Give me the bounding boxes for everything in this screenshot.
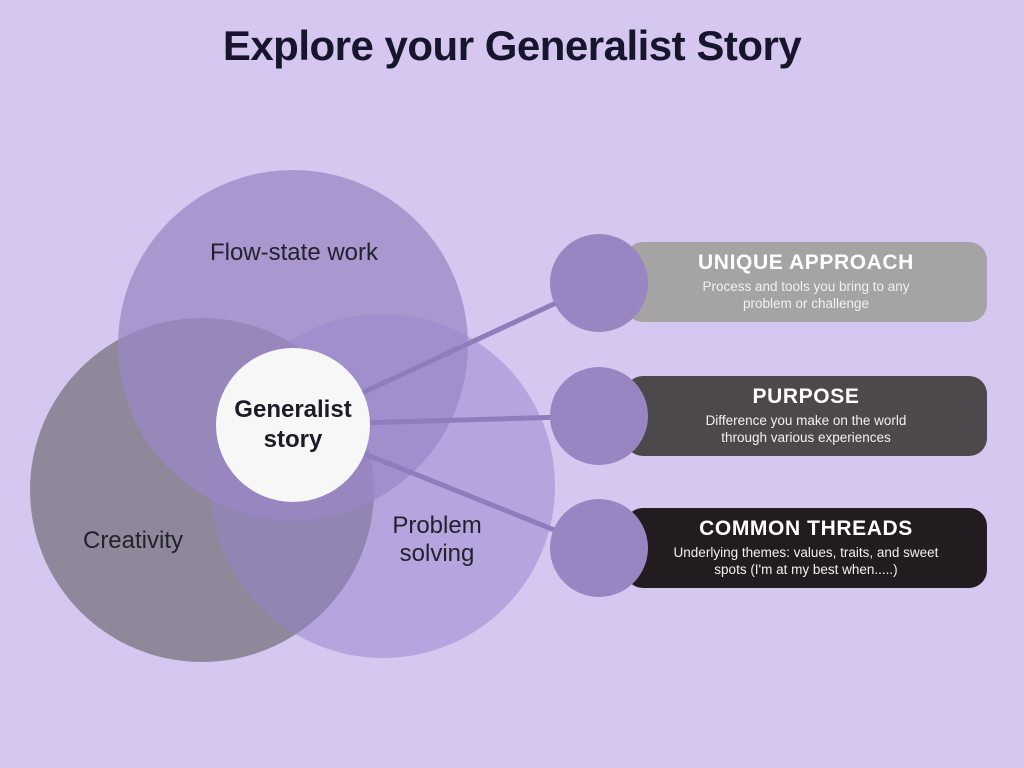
center-node-label: Generalist story (234, 396, 352, 453)
callout-node-circle-purpose (550, 367, 648, 465)
callout-box-purpose: PURPOSE Difference you make on the world… (625, 376, 987, 456)
callout-description-common-threads: Underlying themes: values, traits, and s… (673, 545, 939, 577)
callout-description-purpose: Difference you make on the world through… (705, 413, 907, 445)
callout-description-unique-approach: Process and tools you bring to any probl… (702, 279, 910, 311)
center-node-generalist-story: Generalist story (216, 348, 370, 502)
callout-box-unique-approach: UNIQUE APPROACH Process and tools you br… (625, 242, 987, 322)
callout-title-unique-approach: UNIQUE APPROACH (698, 251, 914, 275)
callout-node-circle-unique-approach (550, 234, 648, 332)
page-title: Explore your Generalist Story (222, 22, 802, 69)
callout-box-common-threads: COMMON THREADS Underlying themes: values… (625, 508, 987, 588)
callout-title-common-threads: COMMON THREADS (699, 517, 913, 541)
callout-title-purpose: PURPOSE (752, 385, 860, 409)
callout-node-circle-common-threads (550, 499, 648, 597)
